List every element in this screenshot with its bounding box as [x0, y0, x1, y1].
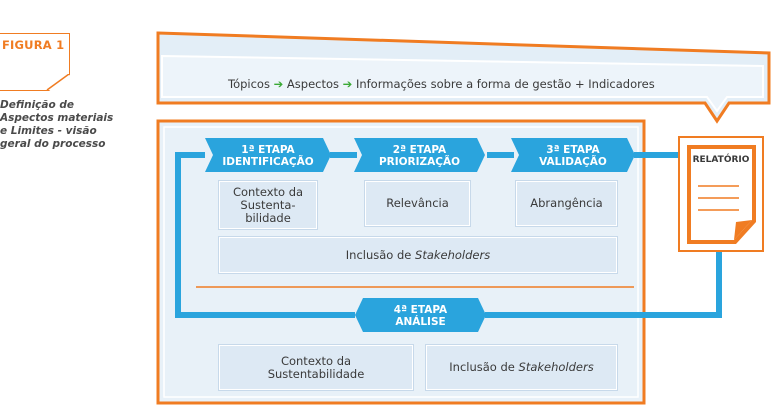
- figure-description-line: Definição de: [0, 99, 74, 111]
- context-bottom-line: Contexto da: [280, 353, 352, 368]
- context-line: Contexto da: [232, 184, 304, 199]
- inclusion-stakeholders: Stakeholders: [518, 360, 594, 374]
- stage-number: 2ª ETAPA: [392, 143, 447, 156]
- stage-1-label: 1ª ETAPA IDENTIFICAÇÃO: [213, 139, 323, 172]
- context-line: Sustenta-: [240, 197, 296, 212]
- topics-banner-inner: [161, 54, 764, 113]
- context-bottom-box: Contexto da Sustentabilidade: [218, 344, 414, 391]
- figure-description: Definição de Aspectos materiais e Limite…: [0, 99, 130, 151]
- stage-arrow-3-shape: [511, 138, 635, 172]
- context-box: Contexto da Sustenta- bilidade: [218, 180, 318, 230]
- stage-arrow-1-shape: [205, 138, 331, 172]
- stakeholders-inclusion-bottom-box: Inclusão de Stakeholders: [425, 344, 618, 391]
- report-title: RELATÓRIO: [692, 155, 750, 165]
- figure-tag-corner: [46, 74, 70, 91]
- stage-number: 1ª ETAPA: [241, 143, 295, 156]
- relevance-box: Relevância: [364, 180, 471, 227]
- figure-description-line: geral do processo: [0, 138, 106, 150]
- management-info-item: Informações sobre a forma de gestão + In…: [355, 77, 655, 91]
- process-panel-inner: [163, 126, 639, 398]
- report-corner-fold: [734, 220, 752, 240]
- stage-name: VALIDAÇÃO: [539, 155, 607, 168]
- inclusion-stakeholders: Stakeholders: [415, 247, 491, 262]
- figure-description-line: Aspectos materiais: [0, 112, 114, 124]
- stage-4-label: 4ª ETAPA ANÁLISE: [363, 299, 478, 332]
- aspects-item: Aspectos: [286, 77, 339, 91]
- stage-name: IDENTIFICAÇÃO: [222, 155, 314, 168]
- green-arrow-icon: ➔: [273, 77, 284, 91]
- stage-number: 4ª ETAPA: [393, 303, 448, 316]
- context-bottom-line: Sustentabilidade: [267, 366, 365, 381]
- report-document-page: [691, 149, 752, 240]
- stage-number: 3ª ETAPA: [546, 143, 600, 156]
- green-arrow-icon: ➔: [342, 77, 353, 91]
- loop-line-left: [175, 152, 355, 318]
- scope-box: Abrangência: [515, 180, 618, 227]
- stage-arrow-4-shape: [355, 298, 486, 332]
- figure-tag-frame: [0, 33, 70, 91]
- stage-2-label: 2ª ETAPA PRIORIZAÇÃO: [362, 139, 477, 172]
- figure-description-line: e Limites - visão: [0, 125, 97, 137]
- topics-flow: Tópicos ➔ Aspectos ➔ Informações sobre a…: [228, 77, 655, 91]
- loop-line-right: [485, 250, 722, 318]
- context-line: bilidade: [245, 210, 291, 225]
- stage-3-label: 3ª ETAPA VALIDAÇÃO: [519, 139, 627, 172]
- stage-arrow-2-shape: [354, 138, 485, 172]
- stage-name: PRIORIZAÇÃO: [378, 155, 461, 168]
- stage-name: ANÁLISE: [395, 315, 446, 328]
- stakeholders-inclusion-box: Inclusão de Stakeholders: [218, 236, 618, 274]
- inclusion-prefix: Inclusão de: [345, 247, 416, 262]
- figure-label: FIGURA 1: [2, 38, 65, 52]
- topics-item: Tópicos: [228, 77, 270, 91]
- inclusion-prefix: Inclusão de: [449, 360, 519, 374]
